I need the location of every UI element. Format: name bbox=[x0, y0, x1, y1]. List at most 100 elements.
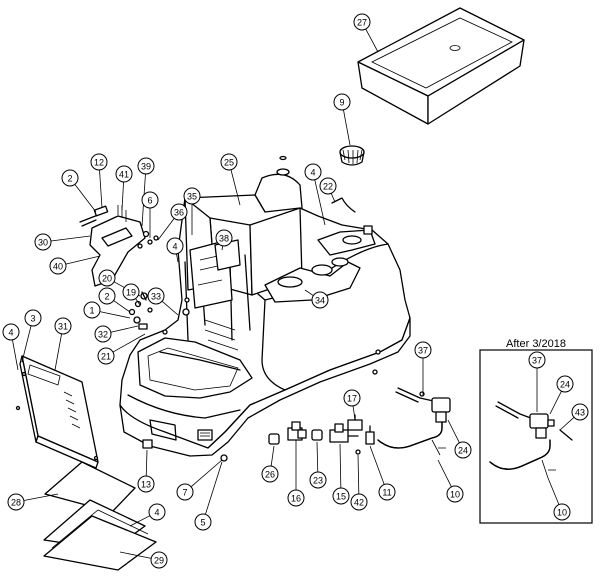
callout-circle bbox=[528, 351, 546, 369]
callout-number: 23 bbox=[313, 476, 323, 486]
callout-leader-line bbox=[54, 333, 62, 371]
callout-circle bbox=[183, 187, 201, 205]
callout-circle bbox=[556, 375, 574, 393]
callout-leader-line bbox=[129, 515, 151, 527]
callout-number: 12 bbox=[94, 158, 104, 168]
callout-leader-line bbox=[23, 493, 59, 501]
callout-bubble: 42 bbox=[350, 493, 368, 511]
callout-circle bbox=[332, 487, 350, 505]
callout-circle bbox=[553, 503, 571, 521]
callout-leader-line bbox=[559, 417, 575, 431]
callout-bubble: 33 bbox=[147, 287, 165, 305]
callout-number: 21 bbox=[101, 352, 111, 362]
callout-circle bbox=[97, 347, 115, 365]
callout-leader-line bbox=[365, 28, 379, 53]
callout-circle bbox=[147, 287, 165, 305]
callout-circle bbox=[194, 513, 212, 531]
callout-circle bbox=[148, 503, 166, 521]
callout-bubble: 29 bbox=[150, 551, 168, 569]
callout-leader-line bbox=[12, 339, 19, 371]
callout-circle bbox=[287, 489, 305, 507]
callout-number: 28 bbox=[11, 498, 21, 508]
callout-number: 10 bbox=[557, 508, 567, 518]
pump-24-part bbox=[395, 387, 451, 423]
callout-bubble: 10 bbox=[446, 485, 464, 503]
callout-leader-line bbox=[547, 477, 560, 505]
fitting-23-part bbox=[311, 429, 323, 441]
callout-circle bbox=[137, 157, 155, 175]
bracket-assembly-part bbox=[79, 205, 159, 287]
callout-number: 9 bbox=[339, 98, 344, 108]
callout-leader-line bbox=[190, 459, 223, 488]
callout-leader-line bbox=[161, 300, 179, 316]
callout-bubble: 30 bbox=[34, 233, 52, 251]
main-body-housing bbox=[119, 155, 411, 457]
callout-circle bbox=[141, 191, 159, 209]
callout-leader-line bbox=[270, 445, 275, 467]
callout-number: 22 bbox=[323, 182, 333, 192]
callout-bubble: 3 bbox=[24, 309, 42, 327]
callout-circle bbox=[122, 283, 140, 301]
callout-circle bbox=[83, 301, 101, 319]
callout-number: 24 bbox=[458, 446, 468, 456]
callout-circle bbox=[115, 165, 133, 183]
callout-circle bbox=[166, 237, 184, 255]
valve-15-part bbox=[329, 423, 359, 443]
callout-number: 24 bbox=[560, 380, 570, 390]
callout-bubble: 20 bbox=[98, 269, 116, 287]
callout-number: 13 bbox=[141, 480, 151, 490]
callout-number: 4 bbox=[310, 168, 315, 178]
callout-leader-line bbox=[74, 184, 97, 213]
callout-leader-line bbox=[50, 235, 91, 242]
base-pads-part bbox=[43, 461, 157, 571]
callout-circle bbox=[304, 163, 322, 181]
callout-leader-line bbox=[357, 454, 360, 495]
callout-bubble: 2 bbox=[61, 169, 79, 187]
callout-bubble: 32 bbox=[94, 325, 112, 343]
callout-bubble: 34 bbox=[311, 291, 329, 309]
callout-circle bbox=[94, 325, 112, 343]
connector-11-part bbox=[365, 425, 375, 445]
callout-leader-line bbox=[135, 298, 141, 306]
callout-bubble: 24 bbox=[556, 375, 574, 393]
callout-circle bbox=[571, 403, 589, 421]
callout-leader-line bbox=[343, 109, 351, 146]
callout-number: 32 bbox=[98, 330, 108, 340]
callout-bubble: 26 bbox=[261, 465, 279, 483]
callout-bubble: 40 bbox=[49, 257, 67, 275]
callout-circle bbox=[215, 229, 233, 247]
callout-circle bbox=[333, 93, 351, 111]
callout-leader-line bbox=[221, 245, 224, 251]
callout-bubble: 4 bbox=[304, 163, 322, 181]
callout-bubble: 10 bbox=[553, 503, 571, 521]
callout-bubble: 39 bbox=[137, 157, 155, 175]
connector-26-part bbox=[268, 433, 280, 445]
callout-circle bbox=[170, 203, 188, 221]
callout-leader-line bbox=[205, 461, 223, 515]
callout-leader-line bbox=[330, 193, 336, 203]
callout-number: 40 bbox=[53, 262, 63, 272]
callout-leader-line bbox=[112, 333, 146, 353]
callout-leader-line bbox=[447, 419, 460, 444]
callout-circle bbox=[176, 483, 194, 501]
drip-tray-part bbox=[357, 7, 525, 125]
callout-bubble: 27 bbox=[353, 13, 371, 31]
callout-circle bbox=[24, 309, 42, 327]
callout-number: 2 bbox=[104, 292, 109, 302]
callout-bubble: 4 bbox=[148, 503, 166, 521]
side-panel-part bbox=[15, 355, 99, 469]
callout-circle bbox=[49, 257, 67, 275]
hose-10-part bbox=[377, 421, 443, 449]
callout-leader-line bbox=[369, 445, 385, 485]
callout-bubble: 9 bbox=[333, 93, 351, 111]
callout-bubble: 16 bbox=[287, 489, 305, 507]
callout-circle bbox=[446, 485, 464, 503]
callout-circle bbox=[220, 153, 238, 171]
callout-leader-line bbox=[119, 551, 152, 559]
callout-number: 37 bbox=[418, 346, 428, 356]
callout-leader-line bbox=[145, 449, 148, 477]
callout-leader-line bbox=[314, 179, 326, 226]
foot-part bbox=[142, 439, 153, 449]
fastener-cluster-part bbox=[128, 291, 190, 330]
